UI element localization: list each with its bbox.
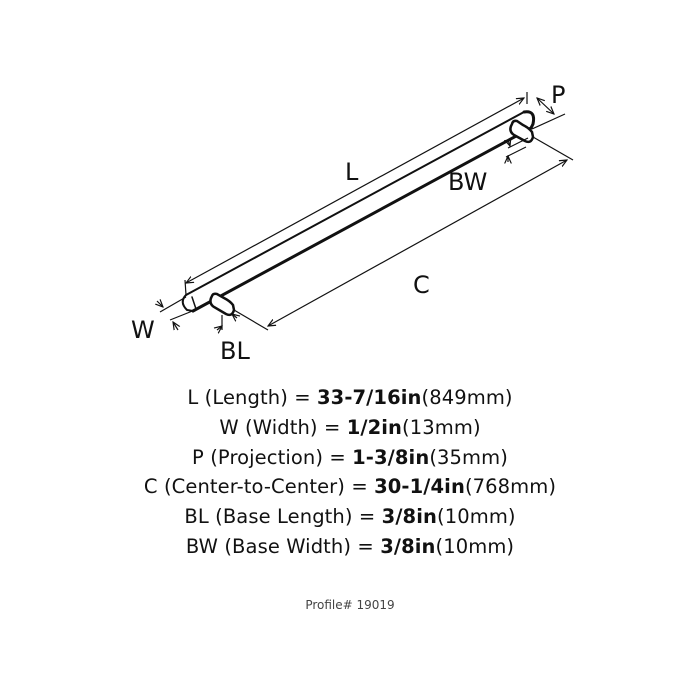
left-post <box>209 292 236 317</box>
label-BW: BW <box>448 168 487 196</box>
spec-abbr: L <box>187 386 199 409</box>
spec-equals: = <box>351 475 368 499</box>
spec-abbr: BL <box>184 505 209 529</box>
spec-projection: P (Projection) = 1-3/8in(35mm) <box>0 443 700 473</box>
spec-name: (Base Width) <box>224 534 352 558</box>
spec-imperial: 30-1/4in <box>374 475 465 499</box>
spec-name: (Width) <box>245 415 318 439</box>
spec-metric: (849mm) <box>421 386 513 409</box>
spec-equals: = <box>323 415 341 439</box>
profile-number: Profile# 19019 <box>305 598 395 612</box>
spec-length: L (Length) = 33-7/16in(849mm) <box>0 383 700 413</box>
spec-equals: = <box>358 505 376 529</box>
label-W: W <box>131 316 155 344</box>
spec-name: (Center-to-Center) <box>163 475 345 499</box>
bar-pull-shape <box>181 110 536 317</box>
spec-equals: = <box>357 534 374 558</box>
spec-base-length: BL (Base Length) = 3/8in(10mm) <box>0 502 700 532</box>
dimension-lines <box>157 92 574 330</box>
spec-name: (Base Length) <box>215 505 353 529</box>
spec-base-width: BW (Base Width) = 3/8in(10mm) <box>0 532 700 562</box>
specifications-list: L (Length) = 33-7/16in(849mm) W (Width) … <box>0 383 700 562</box>
spec-imperial: 3/8in <box>381 505 437 529</box>
spec-center-to-center: C (Center-to-Center) = 30-1/4in(768mm) <box>0 472 700 502</box>
label-BL: BL <box>220 337 250 365</box>
label-C: C <box>413 271 430 299</box>
spec-imperial: 3/8in <box>380 534 436 558</box>
spec-abbr: C <box>143 475 158 499</box>
spec-abbr: W <box>219 415 239 439</box>
spec-metric: (13mm) <box>402 415 481 439</box>
spec-equals: = <box>329 445 346 469</box>
spec-imperial: 33-7/16in <box>316 386 422 409</box>
spec-metric: (10mm) <box>437 505 516 529</box>
spec-name: (Length) <box>204 386 288 409</box>
spec-metric: (10mm) <box>435 534 515 558</box>
spec-imperial: 1-3/8in <box>352 445 430 469</box>
label-L: L <box>345 158 359 186</box>
spec-metric: (35mm) <box>429 445 508 469</box>
projection-dimension <box>537 98 554 114</box>
spec-abbr: P <box>192 445 204 469</box>
spec-abbr: BW <box>185 534 219 558</box>
bar-pull-dimension-diagram: L W P C BL BW <box>131 81 574 365</box>
spec-width: W (Width) = 1/2in(13mm) <box>0 413 700 443</box>
spec-equals: = <box>294 386 311 409</box>
label-P: P <box>551 81 565 109</box>
spec-name: (Projection) <box>210 445 324 469</box>
center-to-center-dimension <box>268 160 567 326</box>
spec-metric: (768mm) <box>464 475 557 499</box>
spec-imperial: 1/2in <box>346 415 403 439</box>
